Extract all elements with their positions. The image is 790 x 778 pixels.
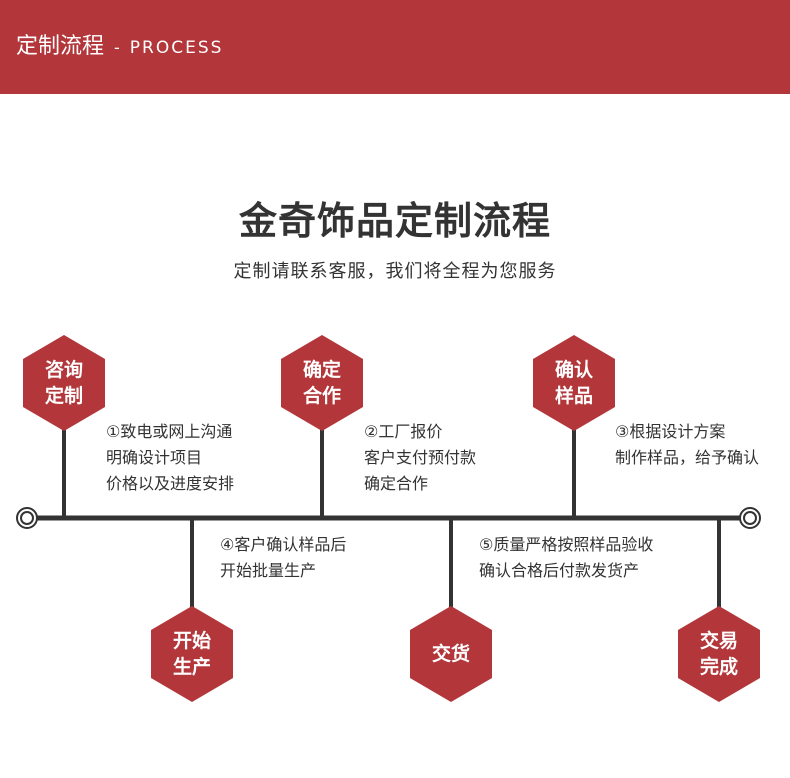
step-3-description: ③根据设计方案 制作样品，给予确认 (615, 419, 759, 471)
header-subtitle: PROCESS (129, 38, 224, 58)
step-1-desc-line-3: 价格以及进度安排 (106, 474, 235, 493)
step-4-hexagon (151, 606, 233, 702)
step-1-label-line-1: 咨询 (44, 359, 83, 381)
page-subtitle: 定制请联系客服，我们将全程为您服务 (233, 261, 557, 282)
page-title: 金奇饰品定制流程 (238, 199, 551, 243)
step-3-label-line-2: 样品 (554, 385, 593, 407)
step-5-desc-line-2: 确认合格后付款发货产 (479, 561, 640, 580)
step-5-label: 交货 (407, 641, 495, 667)
step-5-description: ⑤质量严格按照样品验收 确认合格后付款发货产 (479, 532, 653, 584)
header-bar: 定制流程-PROCESS (0, 0, 790, 94)
step-3-desc-line-2: 制作样品，给予确认 (615, 448, 760, 467)
step-2-desc-line-2: 客户支付预付款 (364, 448, 477, 467)
step-2-label-line-2: 合作 (302, 385, 341, 407)
step-1-description: ①致电或网上沟通 明确设计项目 价格以及进度安排 (106, 419, 234, 497)
step-2-desc-line-3: 确定合作 (364, 474, 429, 493)
step-2-desc-line-1: ②工厂报价 (364, 422, 443, 441)
header-title: 定制流程-PROCESS (16, 33, 223, 62)
step-5-desc-line-1: ⑤质量严格按照样品验收 (479, 535, 654, 554)
timeline-start-cap (16, 507, 38, 529)
step-5-hexagon (410, 606, 492, 702)
step-1-desc-line-1: ①致电或网上沟通 (106, 422, 233, 441)
step-1-desc-line-2: 明确设计项目 (106, 448, 203, 467)
step-5-label-line-1: 交货 (431, 643, 470, 665)
step-3-label: 确认 样品 (530, 357, 618, 409)
step-3-desc-line-1: ③根据设计方案 (615, 422, 726, 441)
step-2-description: ②工厂报价 客户支付预付款 确定合作 (364, 419, 476, 497)
step-2-hexagon (281, 335, 363, 431)
step-4-desc-line-1: ④客户确认样品后 (220, 535, 347, 554)
step-6-label-line-2: 完成 (699, 656, 738, 678)
step-4-label-line-1: 开始 (172, 630, 211, 652)
step-1-hexagon (23, 335, 105, 431)
timeline-end-cap (739, 507, 761, 529)
header-title-text: 定制流程 (16, 34, 105, 59)
step-4-desc-line-2: 开始批量生产 (220, 561, 317, 580)
step-3-label-line-1: 确认 (554, 359, 593, 381)
header-separator: - (114, 38, 120, 57)
step-6-label-line-1: 交易 (699, 630, 738, 652)
step-2-label: 确定 合作 (278, 357, 366, 409)
step-4-label-line-2: 生产 (172, 656, 211, 678)
step-3-hexagon (533, 335, 615, 431)
step-2-label-line-1: 确定 (302, 359, 341, 381)
step-6-label: 交易 完成 (675, 628, 763, 680)
step-4-label: 开始 生产 (148, 628, 236, 680)
step-4-description: ④客户确认样品后 开始批量生产 (220, 532, 346, 584)
step-1-label-line-2: 定制 (44, 385, 83, 407)
step-6-hexagon (678, 606, 760, 702)
step-1-label: 咨询 定制 (20, 357, 108, 409)
